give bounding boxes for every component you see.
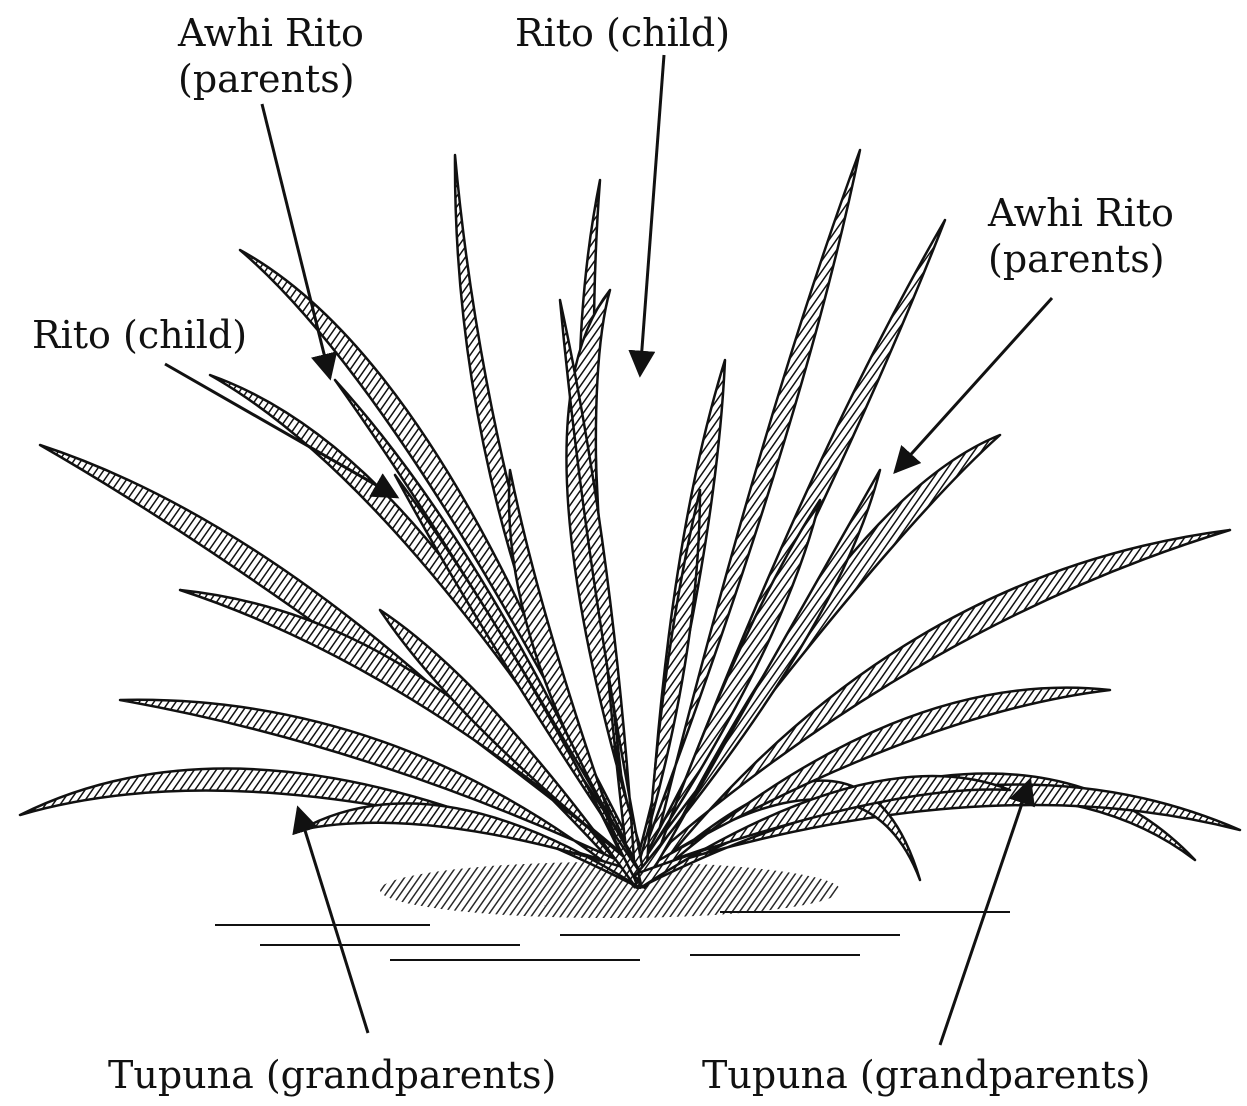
label-rito-top: Rito (child)	[515, 10, 730, 56]
label-awhi-rito-right-line1: Awhi Rito	[988, 190, 1174, 236]
label-tupuna-right: Tupuna (grandparents)	[702, 1052, 1150, 1098]
label-awhi-rito-left-line1: Awhi Rito	[178, 10, 364, 56]
arrow-awhi-rito-left	[262, 104, 330, 378]
ground-shadow	[215, 862, 1010, 960]
label-awhi-rito-left: Awhi Rito (parents)	[178, 10, 364, 102]
label-tupuna-left: Tupuna (grandparents)	[108, 1052, 556, 1098]
label-awhi-rito-left-line2: (parents)	[178, 56, 364, 102]
arrow-awhi-rito-right	[895, 298, 1052, 472]
label-awhi-rito-right-line2: (parents)	[988, 236, 1174, 282]
arrow-tupuna-left	[298, 808, 368, 1033]
label-awhi-rito-right: Awhi Rito (parents)	[988, 190, 1174, 282]
label-rito-left: Rito (child)	[32, 312, 247, 358]
arrow-rito-top	[640, 55, 664, 375]
